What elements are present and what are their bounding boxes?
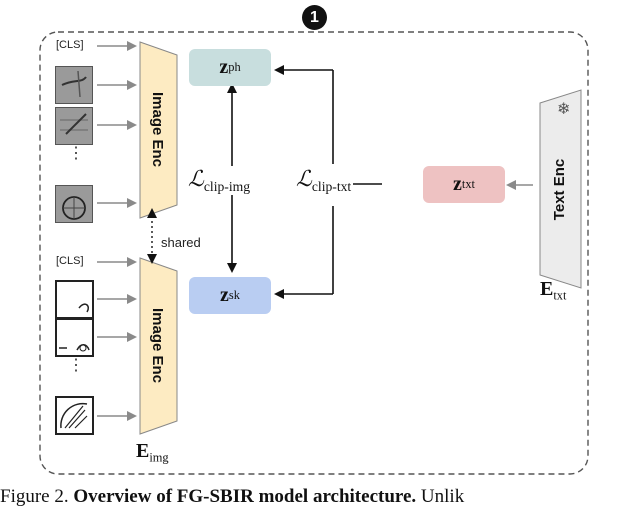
module-boundary (39, 31, 589, 475)
photo-patch-n (55, 185, 93, 223)
image-encoder-sketch-label: Image Enc (149, 307, 167, 383)
image-encoder-photo-shape (139, 41, 178, 219)
e-img-symbol: Eimg (136, 440, 169, 465)
step-badge-number: 1 (310, 8, 319, 26)
photo-patch-2 (55, 107, 93, 145)
e-img-base: E (136, 440, 150, 462)
step-badge: 1 (302, 5, 327, 30)
z-txt-sub: txt (461, 177, 475, 191)
z-ph-base: z (219, 56, 229, 78)
loss-clip-img-base: ℒ (188, 166, 204, 191)
image-encoder-sketch: Image Enc (118, 307, 198, 382)
photo-patch-ellipsis: ⋮ (68, 145, 84, 162)
cls-token-sketch: [CLS] (56, 255, 84, 267)
sketch-patch-2 (55, 318, 94, 357)
image-encoder-sketch-shape (139, 257, 178, 435)
caption-rest: Unlik (416, 486, 465, 507)
image-encoder-photo-label: Image Enc (149, 91, 167, 167)
e-txt-sub: txt (553, 288, 567, 303)
loss-clip-img-sub: clip-img (203, 178, 251, 194)
z-ph-sub: ph (228, 60, 241, 74)
figure-caption: Figure 2. Overview of FG-SBIR model arch… (0, 486, 626, 508)
sketch-patch-ellipsis: ⋮ (68, 357, 84, 374)
image-encoder-photo: Image Enc (118, 91, 198, 166)
z-txt-base: z (453, 173, 462, 195)
caption-bold: Overview of FG-SBIR model architecture. (73, 486, 417, 507)
text-encoder: Text Enc (520, 158, 600, 219)
loss-clip-txt-sub: clip-txt (311, 178, 352, 194)
text-encoder-label: Text Enc (551, 158, 569, 220)
sketch-patch-n (55, 396, 94, 435)
z-sk-base: z (220, 284, 229, 306)
sketch-patch-1 (55, 280, 94, 319)
snowflake-icon: ❄ (557, 101, 571, 118)
loss-clip-txt: ℒclip-txt (294, 166, 354, 195)
shared-label: shared (161, 235, 201, 250)
e-txt-symbol: Etxt (540, 278, 566, 303)
e-txt-base: E (540, 278, 554, 300)
caption-prefix: Figure 2. (0, 486, 69, 507)
e-img-sub: img (149, 450, 169, 465)
photo-patch-1 (55, 66, 93, 104)
z-sk-sub: sk (228, 288, 240, 302)
cls-token-photo: [CLS] (56, 39, 84, 51)
loss-clip-img: ℒclip-img (186, 166, 253, 195)
loss-clip-txt-base: ℒ (296, 166, 312, 191)
text-encoder-shape (539, 89, 582, 289)
